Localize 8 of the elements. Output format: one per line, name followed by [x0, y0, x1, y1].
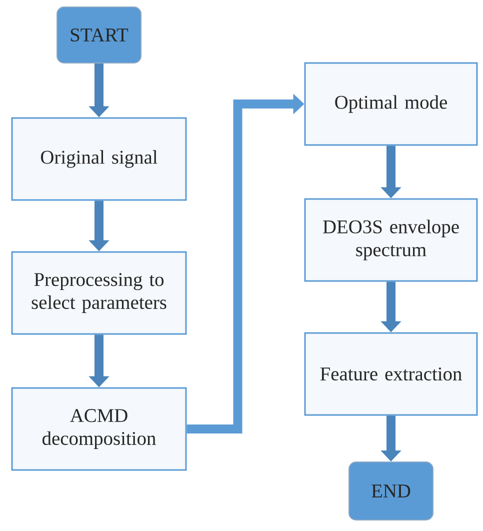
process-box: DEO3S envelope spectrum	[304, 198, 478, 282]
terminal-box: END	[348, 462, 434, 520]
process-box: Optimal mode	[304, 62, 478, 146]
process-box: Feature extraction	[304, 332, 478, 416]
process-box: Original signal	[11, 117, 187, 201]
terminal-box: START	[56, 6, 142, 64]
process-box: ACMD decomposition	[11, 387, 187, 471]
process-box: Preprocessing to select parameters	[11, 251, 187, 335]
